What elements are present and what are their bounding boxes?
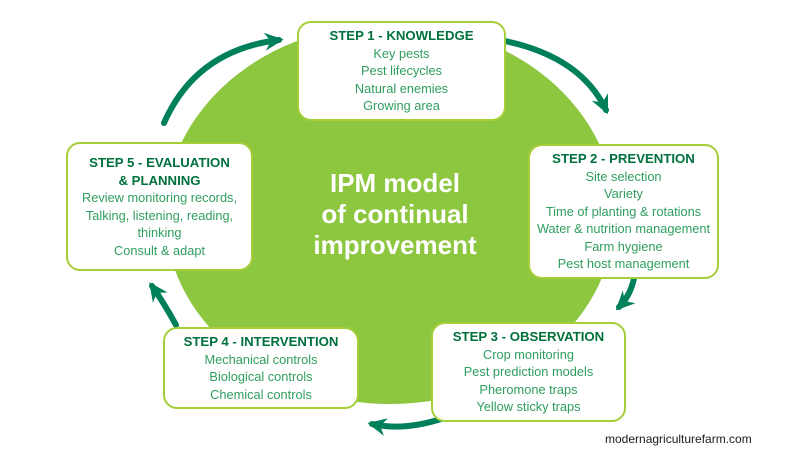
step-5-card: STEP 5 - EVALUATION & PLANNING Review mo… xyxy=(66,142,253,271)
step-4-title: STEP 4 - INTERVENTION xyxy=(183,334,339,349)
arrow-step3-to-step4-icon xyxy=(367,416,444,436)
step-item: thinking xyxy=(137,225,182,240)
step-item: Time of planting & rotations xyxy=(545,203,702,219)
step-item: Chemical controls xyxy=(210,386,312,402)
step-5-title-line-2: & PLANNING xyxy=(118,172,201,188)
step-item: Pest host management xyxy=(557,256,690,271)
arrow-step5-to-step1-icon xyxy=(161,32,284,126)
step-item: Mechanical controls xyxy=(204,351,318,367)
step-item: Water & nutrition management xyxy=(536,221,711,236)
step-item: Pest lifecycles xyxy=(360,63,443,78)
step-item: Crop monitoring xyxy=(482,346,575,362)
diagram-title-line: improvement xyxy=(313,230,477,260)
step-3-card: STEP 3 - OBSERVATION Crop monitoring Pes… xyxy=(431,322,626,422)
step-4-card: STEP 4 - INTERVENTION Mechanical control… xyxy=(163,327,359,409)
step-item: Pest prediction models xyxy=(463,364,594,379)
step-item: Consult & adapt xyxy=(113,242,206,258)
step-1-card: STEP 1 - KNOWLEDGE Key pests Pest lifecy… xyxy=(297,21,506,121)
arrow-step4-to-step5-icon xyxy=(149,282,179,328)
diagram-title-line: of continual xyxy=(321,199,469,229)
step-item: Review monitoring records, xyxy=(81,190,238,205)
step-item: Farm hygiene xyxy=(584,238,663,254)
step-item: Site selection xyxy=(585,168,662,184)
step-item: Growing area xyxy=(363,98,440,113)
step-5-title: STEP 5 - EVALUATION xyxy=(89,155,230,170)
step-item: Key pests xyxy=(373,45,430,61)
diagram-title: IPM model of continual improvement xyxy=(245,168,545,261)
step-item: Biological controls xyxy=(209,369,313,384)
step-2-title: STEP 2 - PREVENTION xyxy=(552,151,695,166)
cycle-circle xyxy=(165,24,615,404)
step-item: Variety xyxy=(604,186,643,201)
step-item: Yellow sticky traps xyxy=(476,399,581,414)
step-item: Natural enemies xyxy=(354,80,449,96)
arrow-step1-to-step2-icon xyxy=(502,38,609,115)
step-item: Pheromone traps xyxy=(479,381,578,397)
watermark-url: modernagriculturefarm.com xyxy=(605,432,752,446)
diagram-title-line: IPM model xyxy=(329,168,460,198)
step-3-title: STEP 3 - OBSERVATION xyxy=(452,329,605,344)
step-1-title: STEP 1 - KNOWLEDGE xyxy=(329,28,474,43)
step-2-card: STEP 2 - PREVENTION Site selection Varie… xyxy=(528,144,719,279)
step-item: Talking, listening, reading, xyxy=(85,207,234,223)
